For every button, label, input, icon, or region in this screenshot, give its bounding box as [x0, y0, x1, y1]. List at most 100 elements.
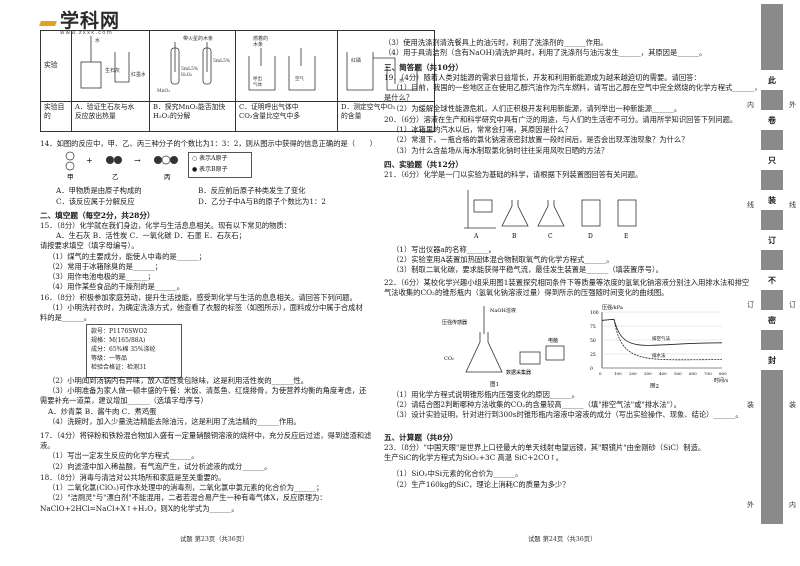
q21b-block: （1）写出仪器a的名称______。 （2）实验室用A装置加热固体混合物制取氧气… [392, 245, 663, 275]
q21-apparatus-diagram: A B C D E [464, 190, 637, 240]
margin-label: 线 [747, 201, 754, 209]
binding-char: 卷 [761, 110, 783, 130]
margin-label: 内 [789, 501, 796, 509]
x-tick-label: 600 [689, 371, 697, 376]
footer-right: 试题 第24页（共36页） [528, 536, 597, 543]
svg-text:红磷: 红磷 [351, 57, 361, 64]
right-top-block: （3）使用洗涤剂清洗餐具上的油污时，利用了洗涤剂的______作用。 （4）用于… [384, 38, 707, 58]
margin-label: 线 [789, 201, 796, 209]
svg-text:呼出: 呼出 [253, 75, 262, 82]
mol-bing: 丙 [164, 173, 171, 180]
section-3-heading: 三、简答题（共10分） [384, 63, 463, 72]
svg-text:水: 水 [399, 77, 404, 84]
q14-opt-b: B．反应前后原子种类发生了变化 [198, 186, 306, 195]
mol-yi: 乙 [112, 173, 119, 180]
fig1-caption: 图1 [490, 380, 499, 388]
q15-block: 15．（8分）化学就在我们身边，化学与生活息息相关。现有以下常见的物质： A．生… [40, 221, 292, 292]
legend-label: 排水法 [652, 352, 666, 359]
svg-text:燃着的: 燃着的 [253, 35, 268, 42]
svg-text:水: 水 [95, 37, 100, 44]
binding-char: 封 [761, 350, 783, 370]
q20-block: 20．（6分）溶液在生产和科学研究中具有广泛的用途，与人们的生活密不可分。请用所… [384, 115, 738, 155]
app-letter-e: E [624, 233, 628, 240]
row-label-purpose: 实验目的 [40, 100, 72, 132]
binding-margin: 此 卷 只 装 订 不 密 封 内 线 订 装 外 外 线 订 装 内 [743, 0, 800, 566]
apparatus-c-drawing: 燃着的 木条 呼出 气体 空气 [248, 35, 316, 91]
section-4-heading: 四、实验题（共12分） [384, 160, 463, 169]
q21-text: 21．（6分）化学是一门以实验为基础的科学，请根据下列装置图回答有关问题。 [384, 170, 643, 179]
binding-strip [761, 4, 783, 524]
svg-text:→: → [134, 156, 141, 165]
x-tick-label: 0 [599, 371, 602, 376]
x-tick-label: 100 [614, 371, 622, 376]
margin-label: 外 [747, 501, 754, 509]
x-tick-label: 700 [704, 371, 712, 376]
svg-text:H₂O₂: H₂O₂ [181, 72, 192, 78]
app-letter-d: D [588, 233, 593, 240]
section-5-heading: 五、计算题（共8分） [384, 433, 458, 442]
q14-opt-d: D．乙分子中A与B的原子个数比为1：2 [198, 197, 326, 206]
margin-label: 订 [747, 301, 754, 309]
x-tick-label: 500 [674, 371, 682, 376]
fig1-label-co2: CO₂ [444, 356, 454, 362]
q14-opt-a: A．甲物质是由原子构成的 [56, 186, 142, 195]
svg-text:木条: 木条 [253, 41, 263, 48]
graduation-cap-icon [40, 18, 56, 29]
binding-char: 装 [761, 190, 783, 210]
y-tick-label: 75 [590, 324, 596, 330]
apparatus-b: 带火星的木条 5mL5% H₂O₂ MnO₂ 5mL5% [149, 30, 236, 102]
margin-label: 外 [789, 101, 796, 109]
fig1-label-computer: 电脑 [548, 337, 558, 344]
q14-molecule-diagram: + → 甲 乙 丙 [65, 151, 178, 180]
series-line [601, 318, 723, 361]
y-tick-label: 50 [590, 338, 596, 344]
purpose-a: A．验证生石灰与水反应放出热量 [71, 100, 150, 132]
q14-legend: ○ 表示A原子 ● 表示B原子 [188, 152, 252, 178]
label-glowing-stick: 带火星的木条 [183, 35, 213, 42]
clothing-label-card: 款号：P1176SWO2 规格：M(165/88A) 成分：65%棉 35%涤纶… [86, 324, 182, 378]
q16-block: 16．（8分）积极参加家庭劳动，提升生活技能，感受到化学与生活的息息相关。请回答… [40, 293, 363, 323]
q22-block: 22．（6分）某校化学兴趣小组采用图1装置探究相同条件下等质量等浓度的氢氧化钠溶… [384, 278, 750, 298]
apparatus-d-drawing: 红磷 水 [346, 52, 418, 91]
apparatus-d: 红磷 水 [337, 30, 435, 102]
x-tick-label: 200 [629, 371, 637, 376]
q22b-block: （1）用化学方程式说明锥形瓶内压强变化的原因______。 （2）请结合图2判断… [392, 390, 743, 420]
svg-text:红墨水: 红墨水 [131, 71, 145, 78]
apparatus-a: 水 生石灰 红墨水 [71, 30, 150, 102]
svg-text:+: + [86, 156, 93, 165]
y-tick-label: 100 [590, 310, 599, 316]
x-tick-label: 400 [659, 371, 667, 376]
app-letter-a: A [473, 233, 479, 240]
apparatus-a-drawing: 水 生石灰 红墨水 [80, 36, 146, 89]
margin-label: 内 [747, 101, 754, 109]
experiment-table: 实验 水 生石灰 红墨水 带火星的木条 5mL5% H₂O₂ MnO₂ 5 [40, 30, 435, 132]
margin-label: 装 [747, 401, 754, 409]
app-letter-b: B [512, 233, 517, 240]
section-2-heading: 二、填空题（每空2分，共28分） [40, 211, 155, 220]
margin-label: 订 [789, 301, 796, 309]
binding-char: 只 [761, 150, 783, 170]
svg-text:MnO₂: MnO₂ [157, 88, 170, 94]
margin-label: 装 [789, 401, 796, 409]
series-line [601, 318, 723, 346]
fig1-label-collector: 数据采集器 [506, 369, 531, 376]
fig1-label-naoh: NaOH溶液 [490, 307, 516, 314]
fig2-caption: 图2 [650, 382, 659, 388]
x-tick-label: 300 [644, 371, 652, 376]
binding-char: 密 [761, 310, 783, 330]
y-axis-label: 压强/kPa [602, 305, 623, 311]
y-tick-label: 25 [590, 352, 596, 358]
q16b-block: （2）小明闻到汤锅内有异味，放入适性炭包除味，这是利用活性炭的______性。 … [40, 376, 367, 426]
svg-text:生石灰: 生石灰 [105, 67, 120, 74]
apparatus-c: 燃着的 木条 呼出 气体 空气 [235, 30, 338, 102]
x-axis-label: 时间/s [714, 377, 729, 384]
svg-text:空气: 空气 [295, 75, 304, 82]
q14-text: 14．如图的反应中，甲、乙、丙三种分子的个数比为1：3：2，则从图示中获得的信息… [40, 139, 377, 148]
binding-char: 此 [761, 70, 783, 90]
app-letter-c: C [548, 233, 553, 240]
binding-char: 不 [761, 270, 783, 290]
